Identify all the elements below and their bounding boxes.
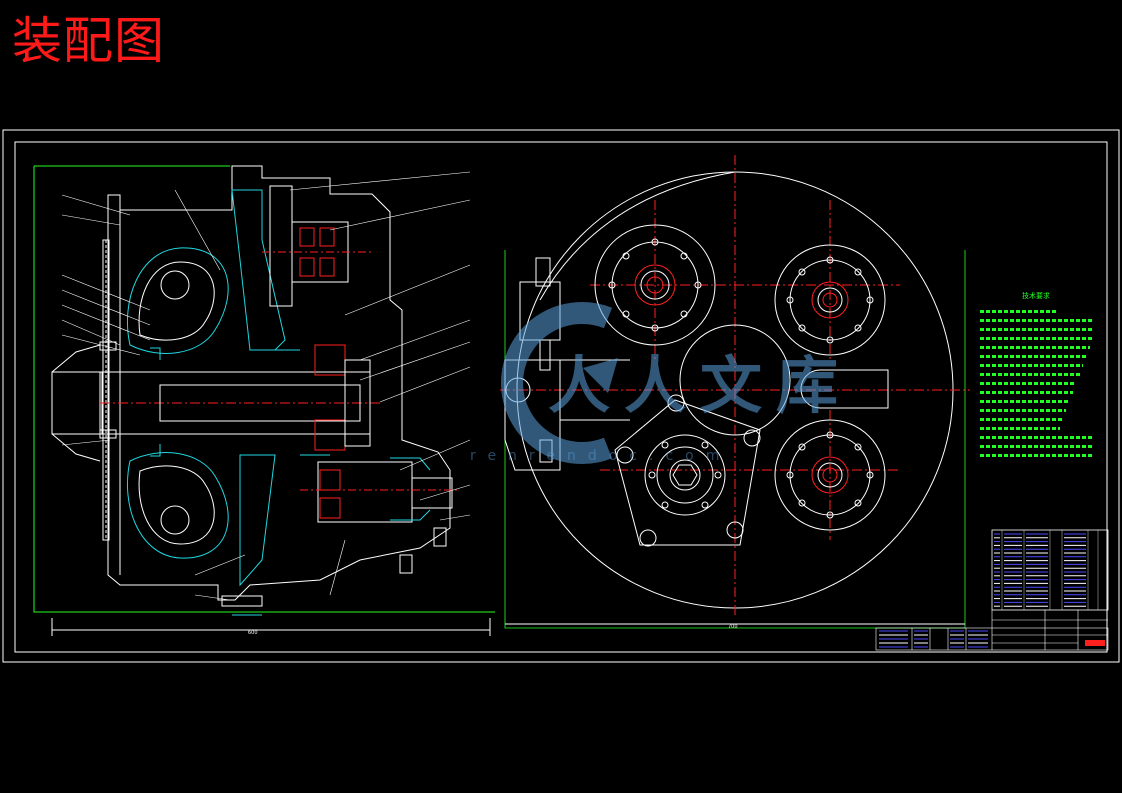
parts-list: [991, 529, 1109, 611]
section-view: 600: [33, 165, 495, 636]
inner-frame: [14, 141, 1108, 653]
technical-requirement-line: [980, 379, 1092, 388]
technical-requirement-line: [980, 397, 1092, 406]
technical-requirement-line: [980, 352, 1092, 361]
technical-requirement-line: [980, 406, 1092, 415]
technical-requirement-line: [980, 442, 1092, 451]
technical-requirement-line: [980, 343, 1092, 352]
technical-requirement-line: [980, 316, 1092, 325]
technical-requirement-line: [980, 307, 1092, 316]
technical-requirement-line: [980, 370, 1092, 379]
technical-requirements-heading: 技术要求: [1022, 292, 1050, 300]
watermark-url: renrendoc.com: [470, 448, 732, 464]
technical-requirement-line: [980, 415, 1092, 424]
technical-requirement-line: [980, 325, 1092, 334]
technical-requirement-line: [980, 424, 1092, 433]
technical-requirements-lines: [980, 307, 1092, 460]
dimension-left: 600: [248, 630, 258, 636]
technical-requirement-line: [980, 433, 1092, 442]
technical-requirement-line: [980, 451, 1092, 460]
title-block: [875, 610, 1109, 651]
title-block-rows: [879, 630, 988, 648]
technical-requirement-line: [980, 388, 1092, 397]
dimension-right: 700: [728, 624, 738, 630]
technical-requirement-line: [980, 334, 1092, 343]
drawing-title: 装配图: [12, 12, 165, 70]
parts-list-rows: [994, 533, 1086, 607]
outer-frame: [2, 129, 1120, 663]
technical-requirement-line: [980, 361, 1092, 370]
technical-requirements: 技术要求: [980, 292, 1092, 460]
watermark-text: 人人文库: [548, 349, 853, 422]
